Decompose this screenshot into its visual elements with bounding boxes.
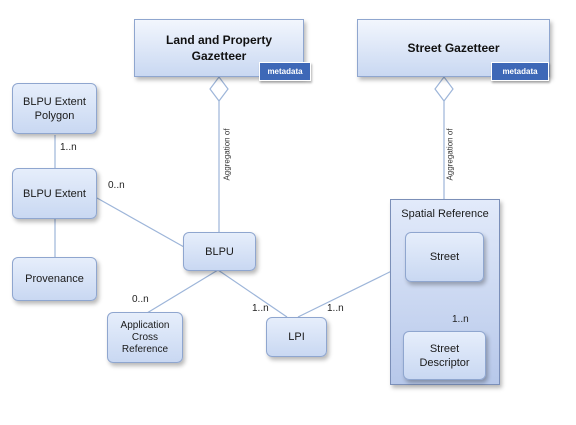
extent-blpu-connector	[96, 197, 185, 248]
blpu-entity[interactable]: BLPU	[183, 232, 256, 271]
blpu-lpi-multiplicity: 1..n	[252, 303, 269, 314]
blpu-appref-multiplicity: 0..n	[132, 294, 149, 305]
blpu-label: BLPU	[205, 245, 234, 258]
lpi-entity[interactable]: LPI	[266, 317, 327, 357]
street-entity[interactable]: Street	[405, 232, 484, 282]
land-property-gazetteer[interactable]: Land and Property Gazetteer metadata	[134, 19, 311, 81]
blpu-extent-polygon-line2: Polygon	[34, 109, 75, 122]
street-descriptor-entity[interactable]: Street Descriptor	[403, 331, 486, 380]
lpg-aggregation-diamond	[209, 76, 229, 102]
extent-blpu-multiplicity: 0..n	[108, 180, 125, 191]
blpu-extent-polygon-entity[interactable]: BLPU Extent Polygon	[12, 83, 97, 134]
blpu-appref-connector	[146, 269, 219, 314]
appref-line1: Application	[120, 319, 170, 331]
street-descriptor-line2: Descriptor	[419, 356, 470, 369]
polygon-extent-multiplicity: 1..n	[60, 142, 77, 153]
blpu-extent-label: BLPU Extent	[23, 187, 86, 200]
sg-aggregation-diamond	[434, 76, 454, 102]
appref-line2: Cross	[131, 331, 159, 343]
provenance-label: Provenance	[25, 273, 84, 285]
lpi-label: LPI	[288, 331, 305, 343]
lpg-title-line1: Land and Property	[165, 33, 272, 47]
application-cross-reference-entity[interactable]: Application Cross Reference	[107, 312, 183, 363]
lpg-aggregation-label: Aggregation of	[222, 128, 232, 181]
street-label: Street	[429, 251, 460, 263]
street-gazetteer[interactable]: Street Gazetteer metadata	[357, 19, 550, 81]
blpu-extent-polygon-line1: BLPU Extent	[23, 95, 86, 108]
blpu-lpi-connector	[217, 269, 288, 318]
sg-aggregation-label: Aggregation of	[445, 128, 455, 181]
lpg-metadata-badge[interactable]: metadata	[259, 62, 311, 81]
spatial-reference-title: Spatial Reference	[401, 208, 489, 220]
sg-metadata-badge[interactable]: metadata	[491, 62, 549, 81]
sg-title: Street Gazetteer	[407, 41, 500, 55]
street-descriptor-line1: Street	[429, 342, 460, 355]
lpi-street-connector	[297, 263, 407, 318]
lpi-street-multiplicity: 1..n	[327, 303, 344, 314]
provenance-entity[interactable]: Provenance	[12, 257, 97, 301]
lpg-title-line2: Gazetteer	[191, 49, 247, 63]
blpu-extent-entity[interactable]: BLPU Extent	[12, 168, 97, 219]
appref-line3: Reference	[121, 343, 169, 355]
street-descriptor-multiplicity: 1..n	[452, 314, 469, 325]
